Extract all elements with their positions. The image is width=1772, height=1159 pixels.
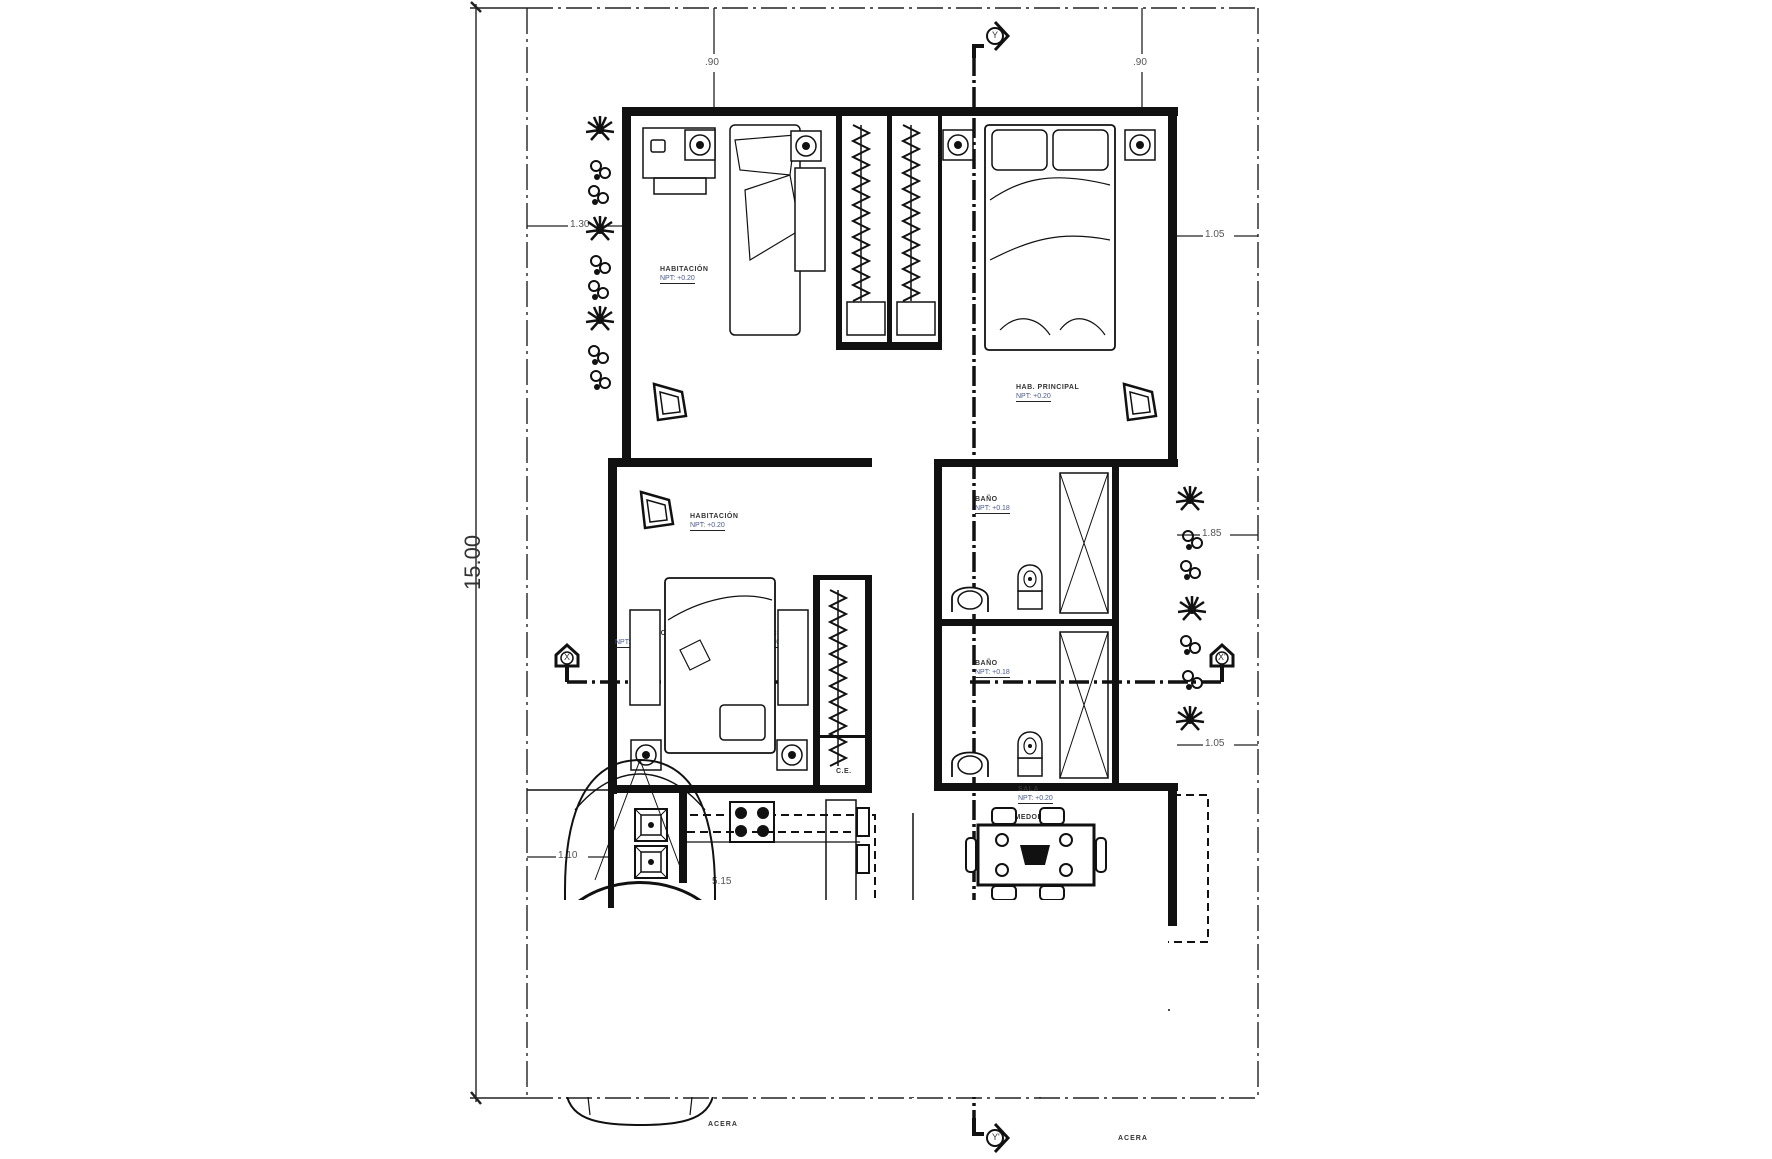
- dimension-top-right: .90: [1131, 57, 1149, 68]
- side-dimension-lines: [527, 225, 1258, 858]
- garage-outline: [527, 789, 1170, 1098]
- room-label-lavado: LAVADO: [635, 630, 667, 637]
- dimension-garage-depth: 5.00: [629, 1032, 653, 1043]
- sidewalk-label-left: ACERA: [708, 1121, 738, 1128]
- section-marker-y-bottom-label: Y': [992, 1132, 1000, 1142]
- room-label-ce: C.E.: [836, 768, 852, 775]
- room-label-cocina: COCINA: [760, 630, 791, 637]
- level-label-lavado: NPT: +0.18: [615, 639, 650, 648]
- room-label-bano-2: BAÑO: [975, 660, 998, 667]
- room-label-hab-principal: HAB. PRINCIPAL: [1016, 384, 1080, 391]
- level-label-sala: NPT: +0.20: [1018, 795, 1053, 804]
- room-label-entrada: ENTRADA: [940, 948, 978, 955]
- level-label-hab-principal: NPT: +0.20: [1016, 393, 1051, 402]
- dimension-right-middle: 1.85: [1200, 528, 1224, 539]
- level-label-cochera: NPT: +0.18: [690, 1034, 725, 1043]
- level-label-bano-1: NPT: +0.18: [975, 505, 1010, 514]
- walls: [608, 107, 1178, 1020]
- level-label-entrada: NPT: +0.18: [935, 957, 970, 966]
- room-label-cochera: COCHERA: [695, 1025, 734, 1032]
- top-dimension-leaders: [713, 8, 1143, 108]
- level-label-cocina: NPT: +0.20: [755, 639, 790, 648]
- section-marker-y-top: [972, 20, 1011, 58]
- section-marker-y-top-label: Y: [992, 30, 999, 40]
- dimension-garage-width: 5.15: [710, 876, 734, 887]
- level-label-habitacion-1: NPT: +0.20: [660, 275, 695, 284]
- section-marker-x-left-label: X: [564, 652, 571, 662]
- dimension-top-left: .90: [703, 57, 721, 68]
- dimension-left-upper: 1.30: [568, 219, 592, 230]
- dimension-front-depth: 2.50: [1032, 1003, 1056, 1014]
- section-marker-x-right-label: X': [1218, 652, 1226, 662]
- plot-boundary: [526, 7, 1259, 1099]
- room-label-comedor: COMEDOR: [1003, 814, 1044, 821]
- room-label-sala: SALA: [1018, 786, 1040, 793]
- room-label-habitacion-1: HABITACIÓN: [660, 266, 709, 273]
- dimension-right-upper: 1.05: [1203, 229, 1227, 240]
- dimension-front-width: 4.70: [1078, 935, 1102, 946]
- section-marker-x-left: [554, 642, 580, 682]
- overall-dimension-line: [470, 1, 527, 1105]
- level-label-bano-2: NPT: +0.18: [975, 669, 1010, 678]
- overall-dimension-label: 15.00: [460, 534, 485, 590]
- dimension-left-middle: 1.10: [556, 850, 580, 861]
- section-marker-x-right: [1209, 642, 1235, 682]
- level-label-habitacion-2: NPT: +0.20: [690, 522, 725, 531]
- sidewalk-label-right: ACERA: [1118, 1135, 1148, 1142]
- room-label-habitacion-2: HABITACIÓN: [690, 513, 739, 520]
- room-label-bano-1: BAÑO: [975, 496, 998, 503]
- dimension-right-lower: 1.05: [1203, 738, 1227, 749]
- roof-projection-dashed: [690, 794, 1209, 1098]
- section-marker-y-bottom: [972, 1118, 1011, 1154]
